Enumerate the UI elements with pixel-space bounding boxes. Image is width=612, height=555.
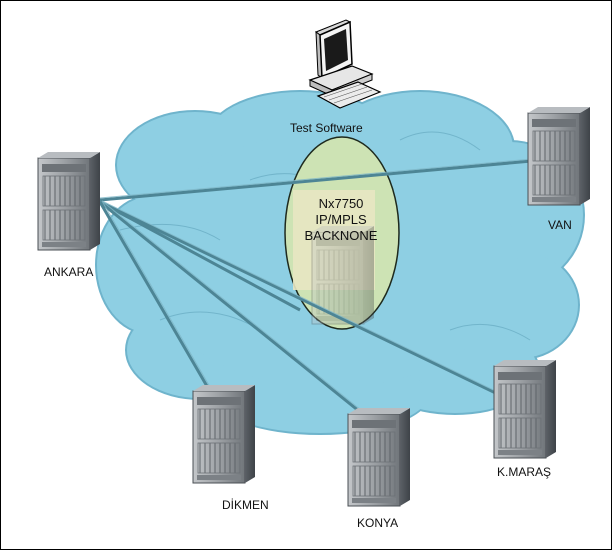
router-konya (347, 407, 411, 507)
router-chassis-icon (192, 384, 256, 484)
backbone-label-line: BACKNONE (304, 228, 378, 243)
router-dikmen (192, 384, 256, 484)
network-cloud (95, 90, 585, 435)
router-chassis-icon (37, 151, 101, 251)
backbone-core (284, 136, 400, 330)
router-van (527, 106, 591, 206)
backbone-label-line: IP/MPLS (315, 212, 367, 227)
links (98, 156, 566, 422)
desktop-computer-icon (308, 19, 382, 109)
link-ankara-van (99, 156, 566, 202)
link-ankara-backbone (99, 200, 301, 312)
router-ankara (37, 151, 101, 251)
router-chassis-icon (347, 407, 411, 507)
link-ankara-dikmen (98, 201, 217, 401)
router-chassis-icon (493, 359, 557, 459)
test-software-computer (308, 19, 382, 109)
router-kmaras (493, 359, 557, 459)
test-software-label: Test Software (290, 121, 363, 135)
link-ankara-konya (99, 200, 371, 422)
backbone-label: Nx7750 IP/MPLS BACKNONE (296, 196, 386, 244)
link-ankara-kmaras (99, 200, 511, 402)
router-chassis-icon (527, 106, 591, 206)
backbone-label-line: Nx7750 (318, 196, 364, 211)
node-label-konya: KONYA (357, 516, 399, 530)
node-label-dikmen: DİKMEN (222, 498, 269, 512)
node-label-van: VAN (548, 218, 572, 232)
node-label-kmaras: K.MARAŞ (497, 465, 552, 479)
node-label-ankara: ANKARA (44, 265, 94, 279)
